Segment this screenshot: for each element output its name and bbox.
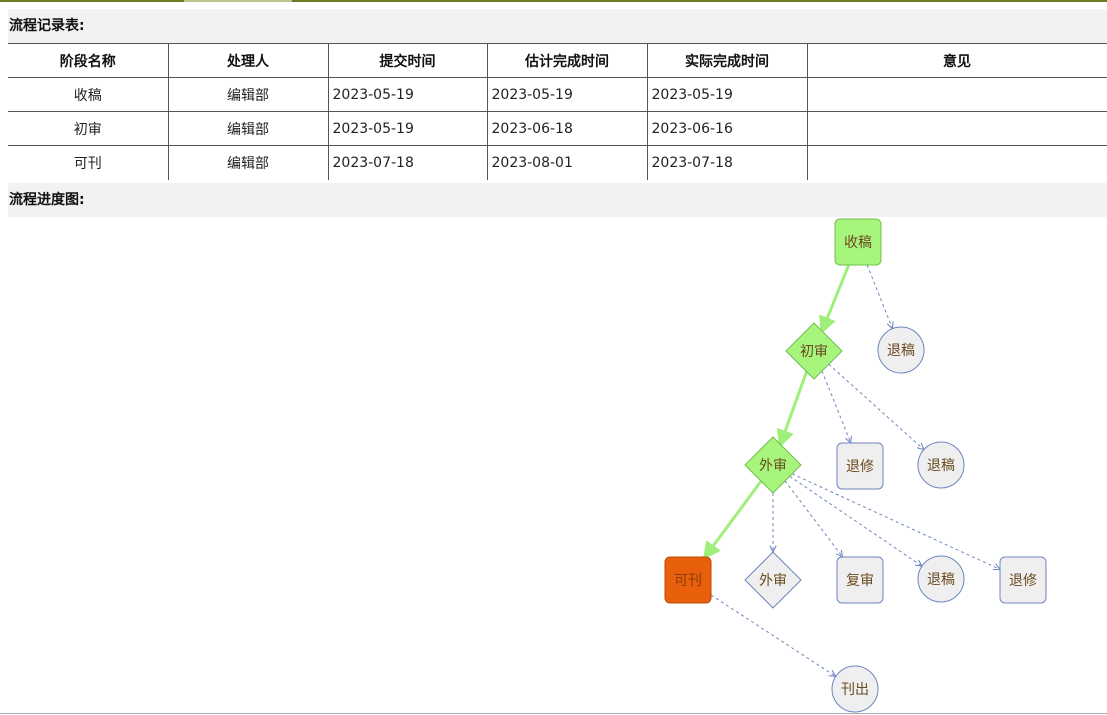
col-header-handler: 处理人 (168, 43, 329, 78)
flow-node-tuigao1[interactable]: 退稿 (877, 326, 925, 374)
flow-node-shape (831, 665, 879, 713)
flow-node-label: 退稿 (887, 343, 915, 359)
flow-node-shape (917, 555, 965, 603)
flow-edge-branch (789, 475, 922, 566)
cell-submit-time: 2023-05-19 (328, 77, 488, 112)
flow-node-chushen[interactable]: 初审 (785, 322, 843, 380)
col-header-actual-time: 实际完成时间 (647, 43, 808, 78)
flow-node-label: 初审 (800, 343, 828, 360)
flow-edge-main (702, 480, 763, 560)
cell-estimated-time: 2023-06-18 (487, 111, 648, 146)
cell-stage-name: 初审 (8, 111, 169, 146)
flow-node-shape (836, 442, 884, 490)
flow-node-shape (834, 218, 882, 266)
flow-node-shape (664, 556, 712, 604)
flow-node-label: 退修 (1009, 573, 1037, 589)
flow-edge-main (819, 264, 851, 335)
cell-opinion (807, 77, 1107, 112)
flow-edge-branch (784, 480, 843, 557)
table-header-row: 阶段名称 处理人 提交时间 估计完成时间 实际完成时间 意见 (8, 43, 1107, 78)
flow-node-fushen[interactable]: 复审 (836, 556, 884, 604)
flow-edge-branch (866, 264, 892, 329)
flow-node-label: 复审 (846, 572, 874, 589)
records-section-title: 流程记录表: (8, 9, 1107, 43)
flow-node-label: 退稿 (927, 458, 955, 474)
flow-node-tuixiu2[interactable]: 退修 (999, 556, 1047, 604)
cell-opinion (807, 145, 1107, 180)
flow-node-shape (877, 326, 925, 374)
flow-node-tuigao2[interactable]: 退稿 (917, 441, 965, 489)
cell-estimated-time: 2023-05-19 (487, 77, 648, 112)
table-row: 初审 编辑部 2023-05-19 2023-06-18 2023-06-16 (8, 111, 1107, 146)
flow-node-kekan[interactable]: 可刊 (664, 556, 712, 604)
table-row: 可刊 编辑部 2023-07-18 2023-08-01 2023-07-18 (8, 145, 1107, 180)
cell-stage-name: 收稿 (8, 77, 169, 112)
flow-node-label: 可刊 (674, 573, 702, 589)
cell-handler: 编辑部 (168, 77, 329, 112)
flow-node-label: 退修 (846, 459, 874, 475)
cell-actual-time: 2023-07-18 (647, 145, 808, 180)
flow-node-shape (744, 436, 802, 494)
col-header-opinion: 意见 (807, 43, 1107, 78)
flow-edge-branch (821, 370, 851, 443)
progress-section-title: 流程进度图: (8, 183, 1107, 217)
flow-edge-branch (828, 363, 924, 449)
flow-node-tuixiu1[interactable]: 退修 (836, 442, 884, 490)
cell-estimated-time: 2023-08-01 (487, 145, 648, 180)
cell-actual-time: 2023-06-16 (647, 111, 808, 146)
flow-node-label: 刊出 (841, 682, 869, 698)
flow-node-shape (999, 556, 1047, 604)
cell-stage-name: 可刊 (8, 145, 169, 180)
flow-node-label: 外审 (759, 458, 787, 474)
top-accent-bar (0, 0, 1107, 2)
flow-node-shape (836, 556, 884, 604)
col-header-stage-name: 阶段名称 (8, 43, 169, 78)
top-tab-indicator (184, 0, 292, 2)
flow-node-kanchu[interactable]: 刊出 (831, 665, 879, 713)
col-header-submit-time: 提交时间 (328, 43, 488, 78)
flow-node-shape (744, 551, 802, 609)
col-header-estimated-time: 估计完成时间 (487, 43, 648, 78)
flow-node-label: 外审 (759, 573, 787, 589)
process-records-table: 阶段名称 处理人 提交时间 估计完成时间 实际完成时间 意见 收稿 编辑部 20… (8, 43, 1107, 180)
flow-node-waishen2[interactable]: 外审 (744, 551, 802, 609)
cell-handler: 编辑部 (168, 145, 329, 180)
table-row: 收稿 编辑部 2023-05-19 2023-05-19 2023-05-19 (8, 77, 1107, 112)
cell-actual-time: 2023-05-19 (647, 77, 808, 112)
flow-node-tuigao3[interactable]: 退稿 (917, 555, 965, 603)
flow-node-shougao[interactable]: 收稿 (834, 218, 882, 266)
cell-submit-time: 2023-05-19 (328, 111, 488, 146)
flow-node-waishen[interactable]: 外审 (744, 436, 802, 494)
flow-node-shape (785, 322, 843, 380)
flow-node-label: 退稿 (927, 572, 955, 588)
cell-handler: 编辑部 (168, 111, 329, 146)
flow-edge-branch (791, 473, 1000, 570)
bottom-divider (0, 713, 1107, 714)
flow-edge-main (776, 371, 809, 448)
flow-node-shape (917, 441, 965, 489)
flow-node-label: 收稿 (844, 235, 872, 251)
cell-opinion (807, 111, 1107, 146)
cell-submit-time: 2023-07-18 (328, 145, 488, 180)
